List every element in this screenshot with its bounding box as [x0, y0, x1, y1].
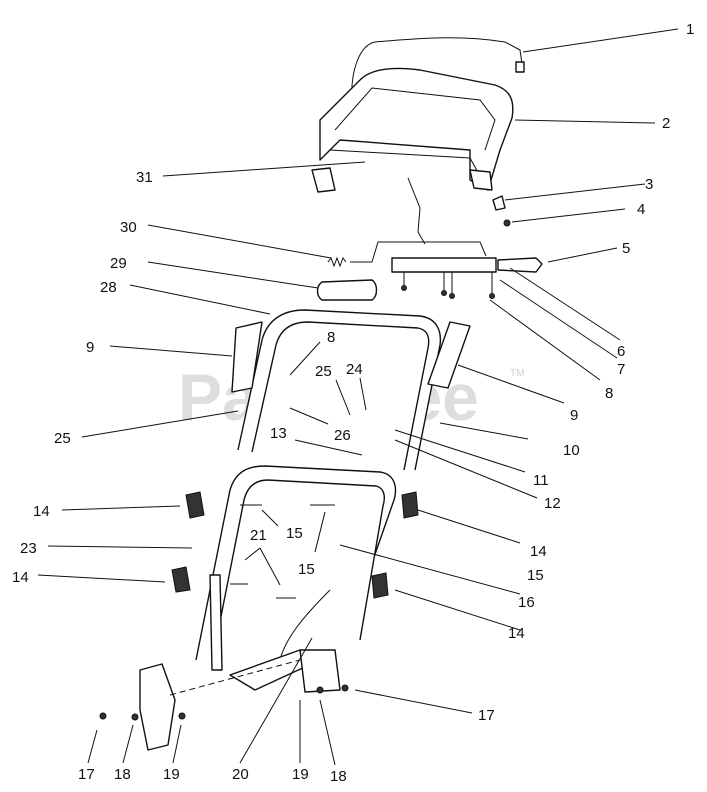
callout-label: 25	[315, 363, 332, 380]
callout-label: 29	[110, 255, 127, 272]
callout-label: 4	[637, 201, 645, 218]
callout-label: 3	[645, 176, 653, 193]
callout-label: 8	[327, 329, 335, 346]
callout-label: 12	[544, 495, 561, 512]
callout-label: 31	[136, 169, 153, 186]
callout-label: 5	[622, 240, 630, 257]
callout-label: 7	[617, 361, 625, 378]
callout-label: 16	[518, 594, 535, 611]
callout-label: 19	[163, 766, 180, 783]
watermark-trademark: TM	[510, 368, 524, 379]
callout-label: 28	[100, 279, 117, 296]
leader-lines	[37, 28, 679, 766]
control-bar-assembly	[316, 177, 543, 301]
callout-label: 10	[563, 442, 580, 459]
callout-label: 1	[686, 21, 694, 38]
callout-label: 18	[330, 768, 347, 785]
callout-label: 15	[286, 525, 303, 542]
callout-label: 11	[533, 472, 549, 489]
callout-label: 21	[250, 527, 267, 544]
callout-label: 19	[292, 766, 309, 783]
callout-label: 17	[78, 766, 95, 783]
callout-label: 14	[530, 543, 547, 560]
callout-label: 9	[86, 339, 94, 356]
upper-handle	[231, 309, 471, 471]
callout-label: 30	[120, 219, 137, 236]
callout-label: 13	[270, 425, 287, 442]
callout-label: 6	[617, 343, 625, 360]
callout-label: 24	[346, 361, 363, 378]
callout-label: 26	[334, 427, 351, 444]
callout-label: 9	[570, 407, 578, 424]
callout-label: 15	[298, 561, 315, 578]
callout-label: 8	[605, 385, 613, 402]
callout-labels: 1 2 31 3 4 30 5 29 28 6 7 8 8 9 9 25 24 …	[12, 21, 694, 785]
callout-label: 14	[12, 569, 29, 586]
handle-cover-assembly	[311, 37, 525, 227]
callout-label: 15	[527, 567, 544, 584]
callout-label: 23	[20, 540, 37, 557]
callout-label: 20	[232, 766, 249, 783]
callout-label: 25	[54, 430, 71, 447]
callout-label: 14	[508, 625, 525, 642]
callout-label: 2	[662, 115, 670, 132]
callout-label: 17	[478, 707, 495, 724]
callout-label: 14	[33, 503, 50, 520]
lower-handle	[99, 465, 419, 751]
callout-label: 18	[114, 766, 131, 783]
